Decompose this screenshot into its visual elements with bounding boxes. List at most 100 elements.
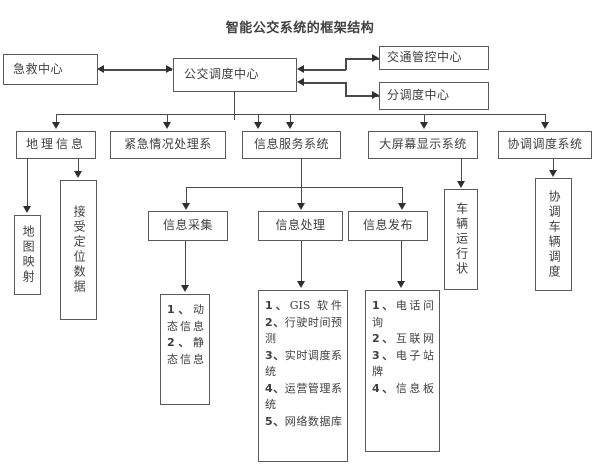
- drop-coordinated: [545, 114, 546, 124]
- list-item-text: 电子站牌: [372, 348, 434, 379]
- node-info-processing[interactable]: 信息处理: [258, 211, 343, 241]
- link-sub-in-dispatch: [304, 82, 346, 84]
- list-item-number: 4、: [265, 381, 285, 395]
- arrow-down-info-collection: [182, 203, 190, 210]
- bus-info-service: [186, 187, 402, 188]
- list-item: 2、互联网: [372, 331, 434, 348]
- link-collection-list: [185, 241, 186, 286]
- arrow-into-dispatch-top: [297, 65, 304, 73]
- list-item-text: 电话问询: [372, 299, 434, 329]
- drop-info-publishing: [402, 187, 403, 205]
- arrow-down-info-publishing: [398, 203, 406, 210]
- arrow-down-coordinated: [541, 122, 549, 129]
- arrow-down-info-service-a: [254, 122, 262, 129]
- node-bus-dispatch-center[interactable]: 公交调度中心: [173, 58, 297, 92]
- arrow-down-emergency-handling: [163, 122, 171, 129]
- link-coordinated-vehicle: [553, 159, 554, 171]
- arrow-down-info-service-b: [286, 122, 294, 129]
- list-item-text: GIS 软件: [289, 299, 343, 312]
- list-item-number: 1、: [372, 299, 396, 312]
- drop-info-service-b: [290, 114, 291, 124]
- arrow-down-publishing-list: [397, 281, 405, 288]
- node-coordinated-dispatch-system[interactable]: 协调调度系统: [498, 131, 592, 159]
- link-traffic-elbow: [345, 58, 347, 70]
- list-item: 4、运营管理系统: [265, 381, 342, 414]
- arrow-down-big-screen: [420, 122, 428, 129]
- link-info-service-down: [301, 159, 302, 188]
- list-item-number: 3、: [372, 348, 396, 362]
- arrow-into-sub-dispatch: [372, 91, 379, 99]
- drop-info-processing: [301, 187, 302, 205]
- list-item: 5、网络数据库: [265, 414, 342, 431]
- list-item-number: 1、: [167, 303, 193, 316]
- list-item-text: 实时调度系统: [265, 348, 343, 379]
- list-item-text: 行驶时间预测: [265, 315, 343, 346]
- arrow-down-vehicle-status: [457, 181, 465, 188]
- drop-info-collection: [186, 187, 187, 205]
- arrow-down-info-processing: [297, 203, 305, 210]
- arrow-down-processing-list: [297, 281, 305, 288]
- list-item-number: 2、: [372, 332, 396, 345]
- node-coordinate-vehicle-dispatch[interactable]: 协调车辆调度: [535, 178, 572, 291]
- arrow-down-coordinate-vehicle: [549, 170, 557, 177]
- node-traffic-control-center[interactable]: 交通管控中心: [379, 46, 489, 70]
- arrow-right-to-dispatch: [166, 65, 173, 73]
- list-item-number: 3、: [265, 348, 285, 362]
- list-item: 4、信息板: [372, 381, 434, 398]
- list-item: 1、电话问询: [372, 298, 434, 331]
- drop-emergency-handling: [167, 114, 168, 124]
- link-dispatch-down: [234, 92, 235, 120]
- list-item-text: 运营管理系统: [265, 381, 343, 412]
- list-item: 1、动态信息: [167, 302, 204, 335]
- link-traffic-in-dispatch: [304, 69, 346, 71]
- list-item-number: 2、: [265, 315, 285, 329]
- link-geo-location: [78, 159, 79, 173]
- list-item: 3、实时调度系统: [265, 348, 342, 381]
- list-item-text: 信息板: [395, 381, 434, 395]
- list-item-number: 2、: [167, 336, 193, 349]
- bus-row2: [56, 114, 546, 115]
- list-item-number: 1、: [265, 299, 290, 312]
- list-item-text: 网络数据库: [284, 414, 343, 428]
- link-sub-elbow: [345, 82, 347, 96]
- link-geo-map: [27, 159, 28, 207]
- node-info-collection[interactable]: 信息采集: [148, 211, 228, 241]
- arrow-down-map-mapping: [23, 206, 31, 213]
- node-info-publishing[interactable]: 信息发布: [348, 211, 428, 241]
- list-item: 2、行驶时间预测: [265, 315, 342, 348]
- drop-info-service-a: [258, 114, 259, 124]
- arrow-down-receive-location: [74, 171, 82, 178]
- link-sub-out-bottom: [345, 95, 379, 97]
- link-processing-list: [301, 241, 302, 282]
- drop-big-screen: [424, 114, 425, 124]
- node-emergency-handling[interactable]: 紧急情况处理系: [110, 131, 226, 159]
- list-item-number: 4、: [372, 381, 396, 395]
- page-title: 智能公交系统的框架结构: [225, 21, 375, 36]
- list-item: 1、GIS 软件: [265, 298, 342, 315]
- node-emergency-center[interactable]: 急救中心: [3, 54, 98, 85]
- node-map-mapping[interactable]: 地图映射: [14, 215, 41, 295]
- list-item: 3、电子站牌: [372, 348, 434, 381]
- arrow-down-geo: [52, 122, 60, 129]
- node-sub-dispatch-center[interactable]: 分调度中心: [379, 82, 489, 110]
- node-big-screen-display[interactable]: 大屏幕显示系统: [368, 131, 478, 159]
- link-emergency-dispatch: [104, 69, 172, 71]
- list-item-text: 互联网: [395, 332, 434, 345]
- arrow-left-to-emergency: [97, 65, 104, 73]
- link-publishing-list: [401, 241, 402, 282]
- arrow-into-traffic-control: [372, 54, 379, 62]
- list-item-text: 动态信息: [167, 303, 204, 333]
- link-bigscreen-vehicle: [461, 159, 462, 182]
- node-info-service-system[interactable]: 信息服务系统: [242, 131, 341, 159]
- node-receive-location-data[interactable]: 接受定位数据: [60, 180, 97, 320]
- list-item: 2、静态信息: [167, 335, 204, 368]
- drop-geo: [56, 114, 57, 124]
- node-vehicle-running-status[interactable]: 车辆运行状: [444, 189, 478, 290]
- node-geo-info[interactable]: 地理信息: [16, 131, 96, 159]
- list-item-text: 静态信息: [167, 336, 204, 366]
- arrow-into-dispatch-bottom: [297, 78, 304, 86]
